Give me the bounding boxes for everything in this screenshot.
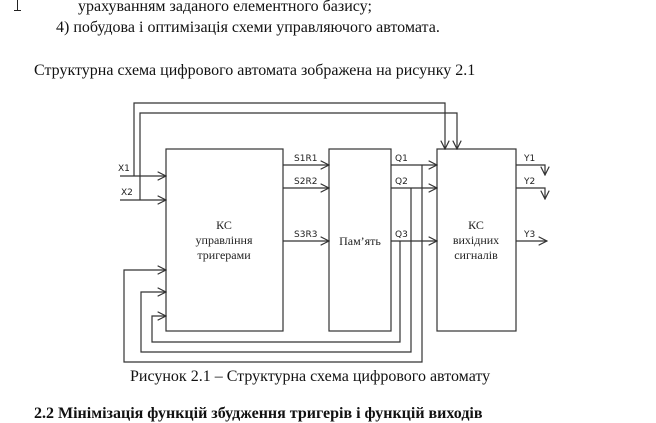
q3-label: Q3 <box>395 230 408 240</box>
q1-label: Q1 <box>395 154 408 164</box>
list-item-continuation: урахуванням заданого елементного базису; <box>78 0 372 15</box>
paragraph-figure-reference: Структурна схема цифрового автомата зобр… <box>34 62 476 79</box>
x2-bypass <box>139 112 457 200</box>
output-block-title: КС <box>468 218 484 232</box>
y3-label: Y3 <box>523 230 535 240</box>
y2-label: Y2 <box>523 177 535 187</box>
s3r3-label: S3R3 <box>294 230 317 240</box>
control-block-line3: тригерами <box>197 248 251 262</box>
q3-feedback <box>151 241 401 343</box>
s2r2-label: S2R2 <box>294 177 317 187</box>
memory-block-title: Пам’ять <box>339 234 381 248</box>
list-item-4: 4) побудова і оптимізація схеми управляю… <box>56 19 440 36</box>
y1-label: Y1 <box>523 154 535 164</box>
text-cursor-icon <box>14 0 21 12</box>
y2-line <box>516 187 545 199</box>
section-heading: 2.2 Мінімізація функцій збудження тригер… <box>34 405 483 422</box>
x2-label: X2 <box>121 188 133 198</box>
control-logic-block <box>165 148 284 332</box>
output-block-line3: сигналів <box>454 248 498 262</box>
y1-line <box>516 164 545 175</box>
q2-label: Q2 <box>395 177 408 187</box>
x1-bypass <box>133 102 445 176</box>
s1r1-label: S1R1 <box>294 154 317 164</box>
control-block-line2: управління <box>196 233 253 247</box>
output-block-line2: вихідних <box>453 233 499 247</box>
structural-diagram: X1 X2 S1R1 S2R2 S3R3 Q1 Q2 Q3 Y1 Y2 Y3 К… <box>118 102 656 363</box>
control-block-title: КС <box>216 218 232 232</box>
q2-feedback <box>140 188 412 353</box>
figure-caption: Рисунок 2.1 – Структурна схема цифрового… <box>130 368 491 385</box>
q1-feedback <box>123 165 423 363</box>
x1-label: X1 <box>118 164 130 174</box>
